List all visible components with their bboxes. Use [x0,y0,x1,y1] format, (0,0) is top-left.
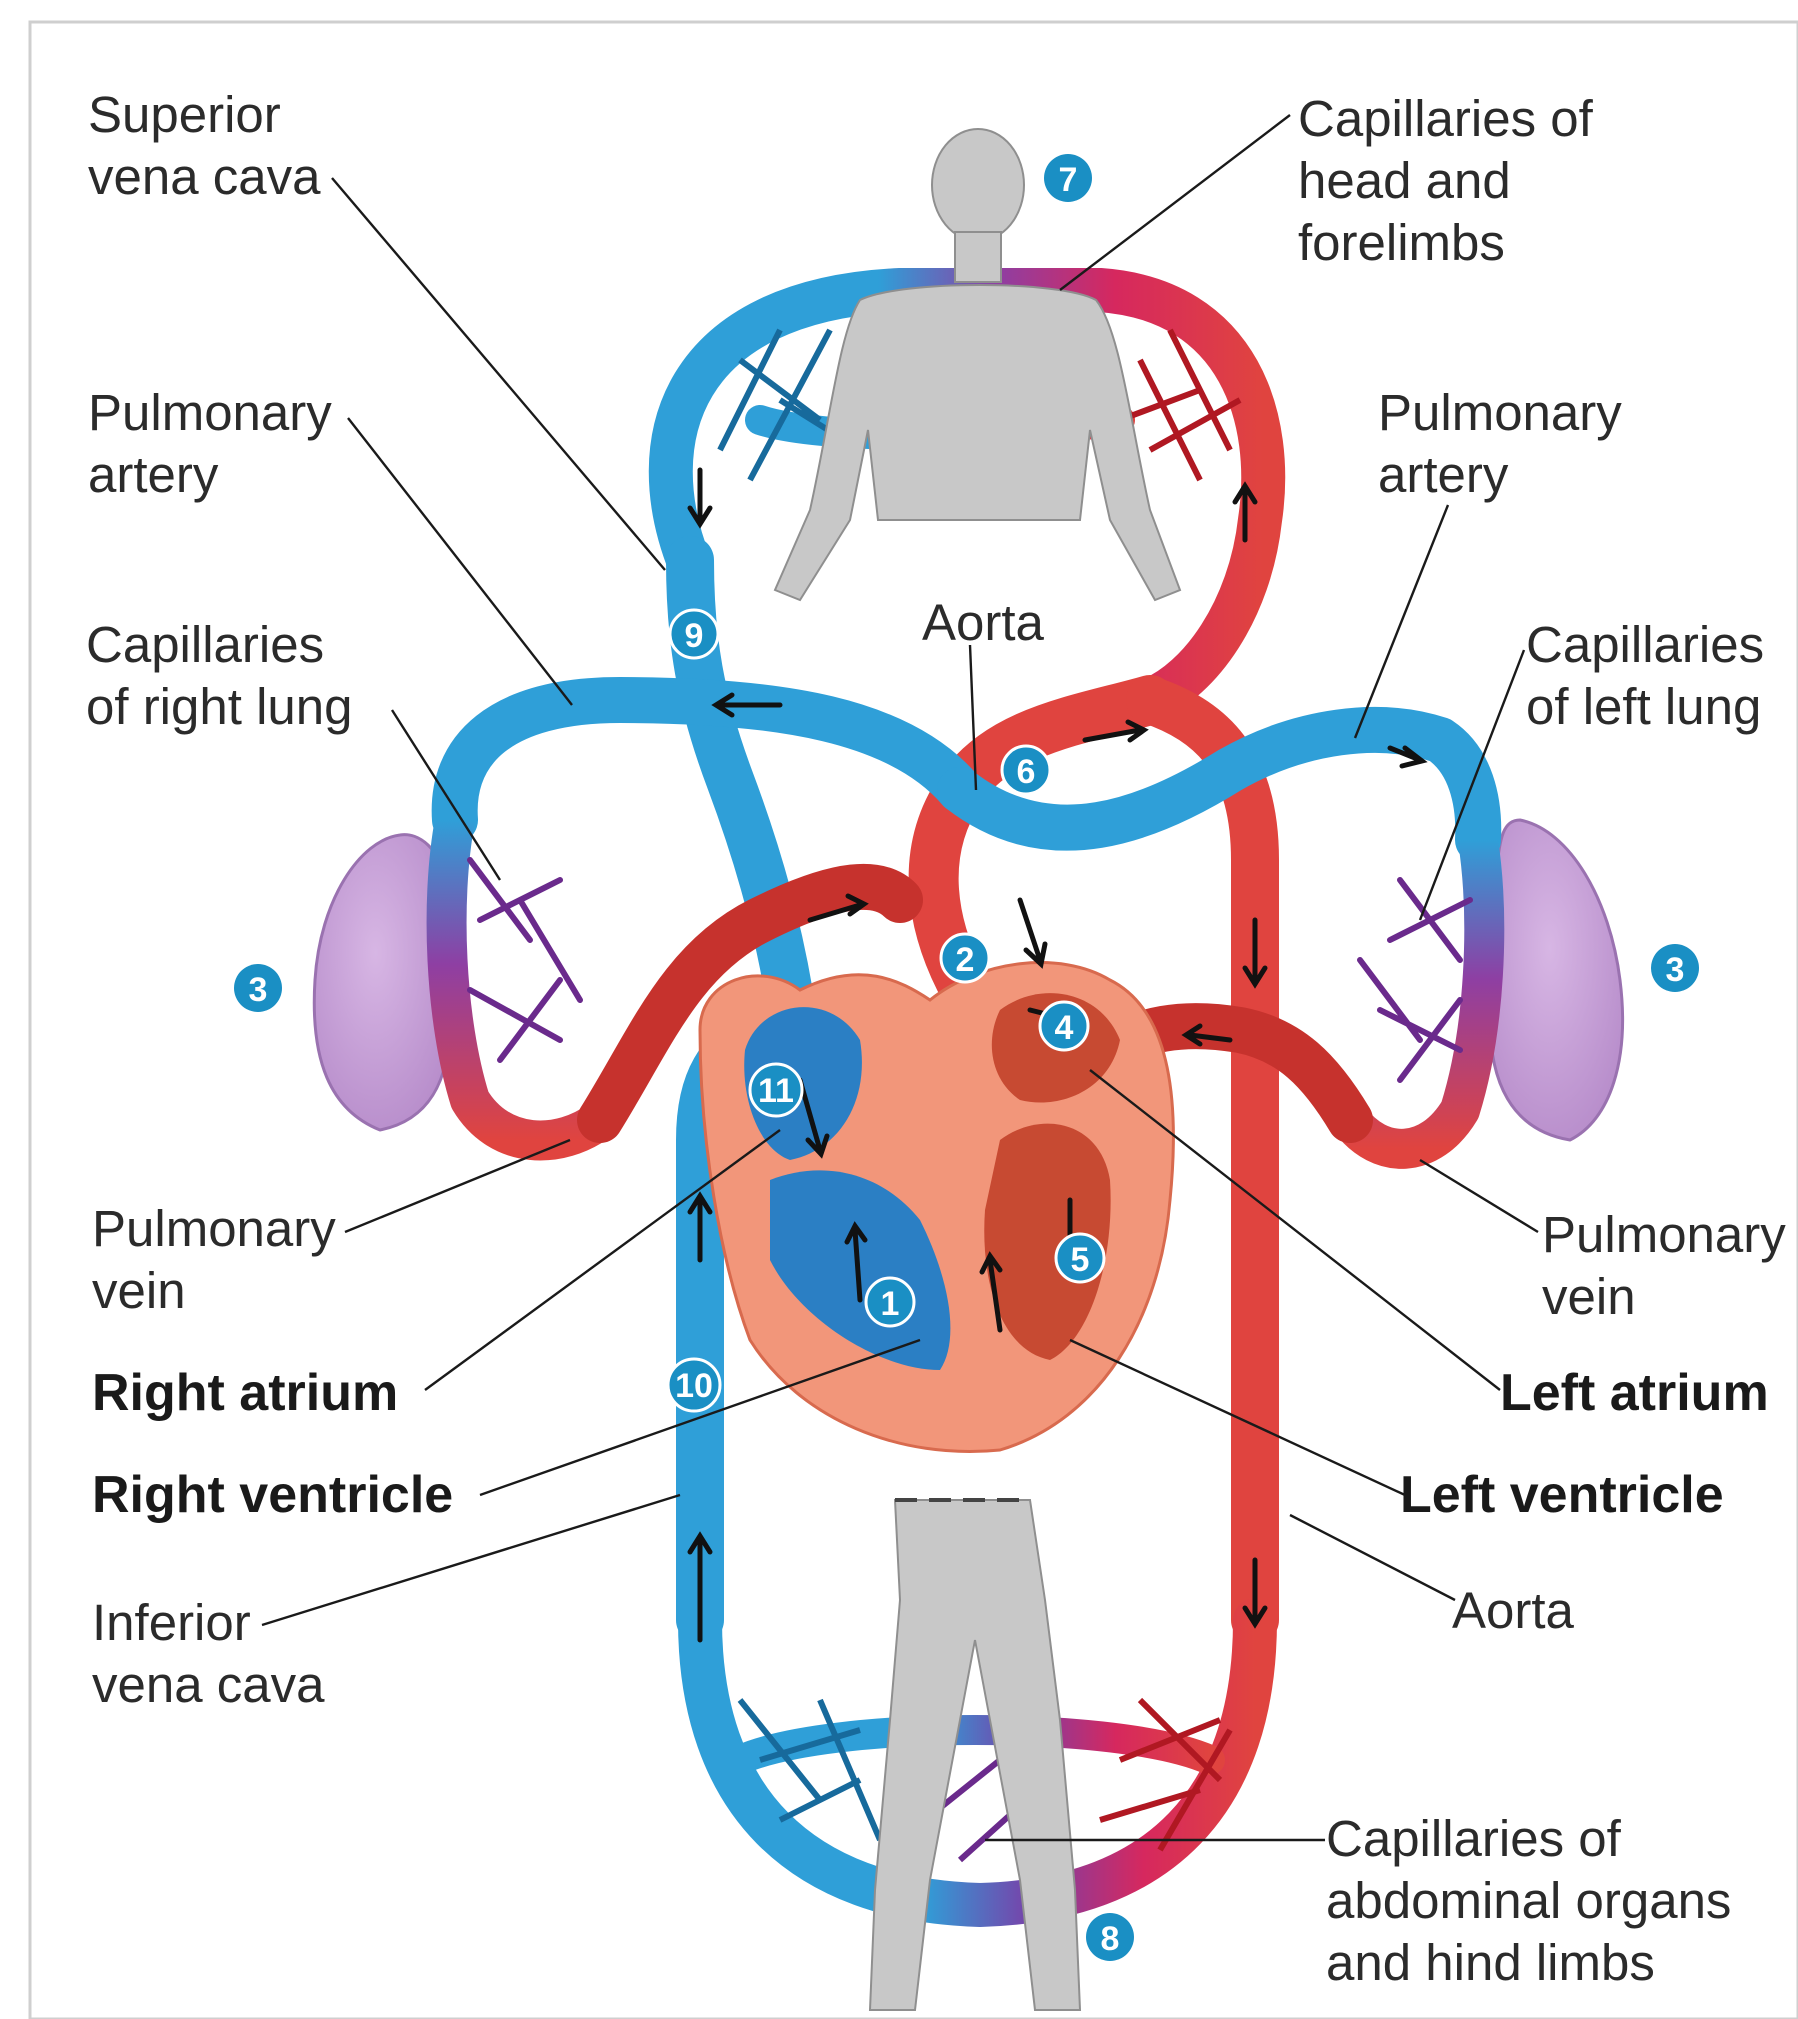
step-badge-11: 11 [750,1064,802,1116]
label-left-atrium: Left atrium [1500,1364,1769,1422]
step-badge-4: 4 [1040,1002,1088,1050]
step-badge-8: 8 [1086,1913,1134,1961]
right-lung-capillary-bed [447,820,600,1140]
label-capillaries-left-lung: Capillaries of left lung [1526,616,1778,735]
left-lung [1490,820,1623,1140]
step-badge-3-left: 3 [234,964,282,1012]
svg-text:3: 3 [1666,951,1685,989]
label-capillaries-head-forelimbs: Capillaries of head and forelimbs [1298,90,1607,271]
upper-body-silhouette [775,129,1180,600]
label-aorta-bottom: Aorta [1452,1582,1575,1639]
svg-text:11: 11 [758,1072,794,1110]
label-right-ventricle: Right ventricle [92,1466,453,1524]
svg-text:9: 9 [685,617,704,655]
step-badge-7: 7 [1044,154,1092,202]
svg-text:2: 2 [956,941,975,979]
label-inferior-vena-cava: Inferior vena cava [92,1594,325,1713]
label-pulmonary-vein-left-side: Pulmonary vein [92,1200,350,1319]
svg-text:3: 3 [249,971,268,1009]
label-pulmonary-artery-right-side: Pulmonary artery [1378,384,1636,503]
label-capillaries-right-lung: Capillaries of right lung [86,616,353,735]
svg-text:7: 7 [1059,161,1078,199]
label-capillaries-abdominal-hind-limbs: Capillaries of abdominal organs and hind… [1326,1810,1746,1991]
step-badge-6: 6 [1002,746,1050,794]
label-right-atrium: Right atrium [92,1364,398,1422]
label-superior-vena-cava: Superior vena cava [88,86,321,205]
step-badge-10: 10 [668,1359,720,1411]
label-left-ventricle: Left ventricle [1400,1466,1724,1524]
svg-text:10: 10 [675,1367,713,1405]
step-badge-3-right: 3 [1651,944,1699,992]
svg-text:8: 8 [1101,1920,1120,1958]
svg-text:1: 1 [881,1285,900,1323]
step-badge-1: 1 [866,1278,914,1326]
heart [700,963,1173,1452]
svg-text:5: 5 [1071,1241,1090,1279]
svg-text:4: 4 [1055,1009,1074,1047]
label-pulmonary-artery-left-side: Pulmonary artery [88,384,346,503]
left-lung-capillary-bed [1350,840,1484,1149]
label-aorta-top: Aorta [922,594,1045,651]
step-badge-2: 2 [941,934,989,982]
lower-body-silhouette [870,1500,1080,2010]
svg-text:6: 6 [1017,753,1036,791]
step-badge-9: 9 [670,610,718,658]
step-badge-5: 5 [1056,1234,1104,1282]
label-pulmonary-vein-right-side: Pulmonary vein [1542,1206,1798,1325]
